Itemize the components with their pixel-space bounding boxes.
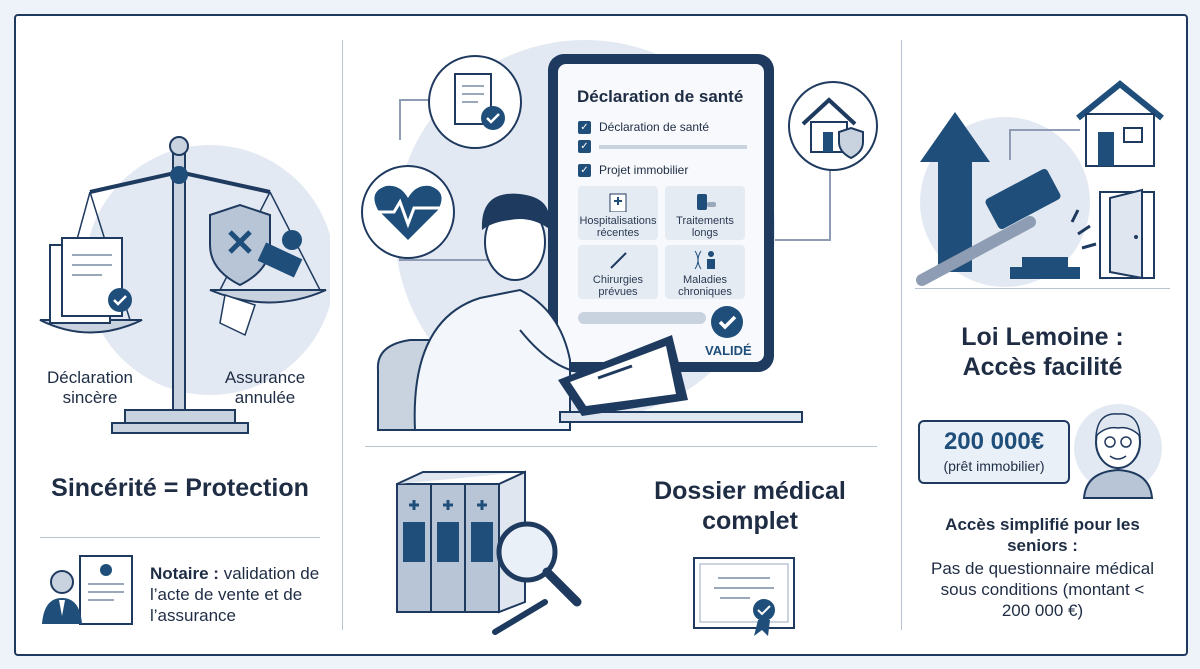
notary-bold: Notaire : (150, 564, 219, 583)
divider-center (365, 446, 877, 447)
notary-text: Notaire : validation de l’acte de vente … (150, 563, 330, 626)
notary-icon (42, 555, 133, 625)
certificate-icon (693, 557, 795, 636)
scale-right-label: Assurance annulée (224, 368, 306, 407)
tile-maladies: Maladies chroniques (665, 245, 745, 299)
scale-icon (39, 136, 330, 434)
validated-label: VALIDÉ (705, 343, 752, 358)
check-row-3: ✓ Projet immobilier (578, 163, 688, 177)
document-icon (428, 55, 522, 149)
binders-icon (396, 470, 582, 635)
tile-label-maladies: Maladies chroniques (678, 274, 732, 298)
senior-icon (1074, 404, 1162, 499)
check-placeholder-bar (599, 144, 747, 149)
door-icon (1099, 188, 1155, 280)
notary-body: validation de l’acte de vente et de l’as… (150, 564, 320, 625)
seniors-body: Pas de questionnaire médical sous condit… (930, 559, 1155, 620)
arrow-up-icon (920, 112, 990, 272)
tile-label-hospitalisations: Hospitalisations récentes (579, 215, 657, 239)
check-row-2: ✓ (578, 140, 747, 153)
tablet-title: Déclaration de santé (577, 87, 744, 106)
dna-person-icon (694, 250, 715, 270)
price-value: 200 000€ (943, 428, 1045, 455)
seniors-bold: Accès simplifié pour les seniors : (945, 515, 1140, 555)
scalpel-icon (610, 252, 627, 269)
check-label-3: Projet immobilier (599, 163, 689, 177)
check-label-1: Déclaration de santé (599, 120, 710, 134)
divider-right (901, 40, 902, 630)
right-heading: Loi Lemoine : Accès facilité (961, 323, 1124, 381)
hospital-icon (609, 193, 627, 212)
check-icon: ✓ (578, 120, 591, 134)
house-shield-icon (788, 81, 878, 171)
divider-left (342, 40, 343, 630)
check-row-1: ✓ Déclaration de santé (578, 120, 709, 134)
price-subtitle: (prêt immobilier) (943, 458, 1045, 474)
check-icon: ✓ (578, 140, 591, 153)
divider-left-bottom (40, 537, 320, 538)
right-illustration (916, 80, 1164, 287)
tile-traitements: Traitements longs (665, 186, 745, 240)
tile-chirurgies: Chirurgies prévues (578, 245, 658, 299)
house-icon (1076, 80, 1164, 167)
progress-bar (578, 312, 706, 324)
validated-check-icon (711, 306, 743, 338)
check-icon: ✓ (578, 163, 591, 177)
person-icon (376, 193, 803, 431)
gavel-icon (916, 168, 1097, 286)
heart-pulse-icon (361, 165, 455, 259)
tablet-checklist: ✓ Déclaration de santé ✓ ✓ Projet immobili… (578, 120, 758, 190)
tile-label-chirurgies: Chirurgies prévues (592, 274, 644, 298)
tile-hospitalisations: Hospitalisations récentes (578, 186, 658, 240)
tile-label-traitements: Traitements longs (676, 215, 734, 239)
pills-icon (697, 194, 716, 210)
divider-right-top (915, 288, 1170, 289)
scale-left-label: Déclaration sincère (47, 368, 133, 407)
price-box: 200 000€ (prêt immobilier) (918, 420, 1070, 484)
dossier-heading: Dossier médical complet (654, 477, 846, 535)
left-heading: Sincérité = Protection (51, 474, 309, 502)
